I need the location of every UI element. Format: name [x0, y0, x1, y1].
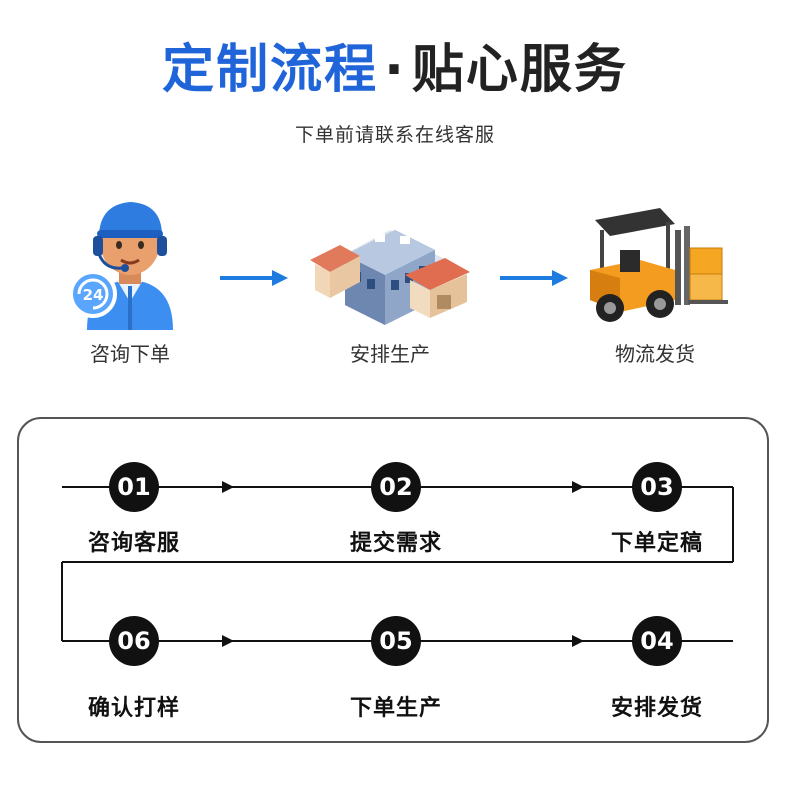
forklift-icon [590, 208, 728, 322]
step-label-03: 下单定稿 [610, 531, 703, 556]
page-title: 定制流程·贴心服务 [0, 38, 790, 102]
top-step-label-consult: 咨询下单 [90, 342, 170, 366]
top-step-consult: 24 咨询下单 [55, 190, 205, 367]
page-subtitle: 下单前请联系在线客服 [294, 124, 495, 146]
factory-icon [310, 230, 470, 325]
flow-arrow-icon [222, 481, 234, 493]
title-part-1: 定制流程 [162, 40, 379, 100]
step-node-02: 02 [371, 462, 421, 512]
step-label-05: 下单生产 [349, 696, 442, 721]
title-part-2: 贴心服务 [411, 40, 628, 100]
top-step-shipping: 物流发货 [575, 200, 735, 367]
top-step-production: 安排生产 [300, 200, 480, 367]
agent-24-badge: 24 [83, 286, 104, 304]
arrow-right-icon [500, 270, 568, 286]
step-label-01: 咨询客服 [87, 531, 180, 556]
flow-arrow-icon [222, 635, 234, 647]
step-node-06: 06 [109, 616, 159, 666]
step-node-05: 05 [371, 616, 421, 666]
step-node-01: 01 [109, 462, 159, 512]
top-step-label-production: 安排生产 [350, 342, 430, 366]
step-label-04: 安排发货 [610, 696, 703, 721]
arrow-right-icon [220, 270, 288, 286]
customer-service-agent-icon: 24 [69, 202, 173, 330]
flow-arrow-icon [572, 635, 584, 647]
step-label-06: 确认打样 [87, 696, 180, 721]
step-node-04: 04 [632, 616, 682, 666]
step-label-02: 提交需求 [349, 531, 442, 556]
top-step-label-shipping: 物流发货 [615, 342, 695, 366]
step-node-03: 03 [632, 462, 682, 512]
title-separator: · [384, 40, 406, 100]
flow-arrow-icon [572, 481, 584, 493]
